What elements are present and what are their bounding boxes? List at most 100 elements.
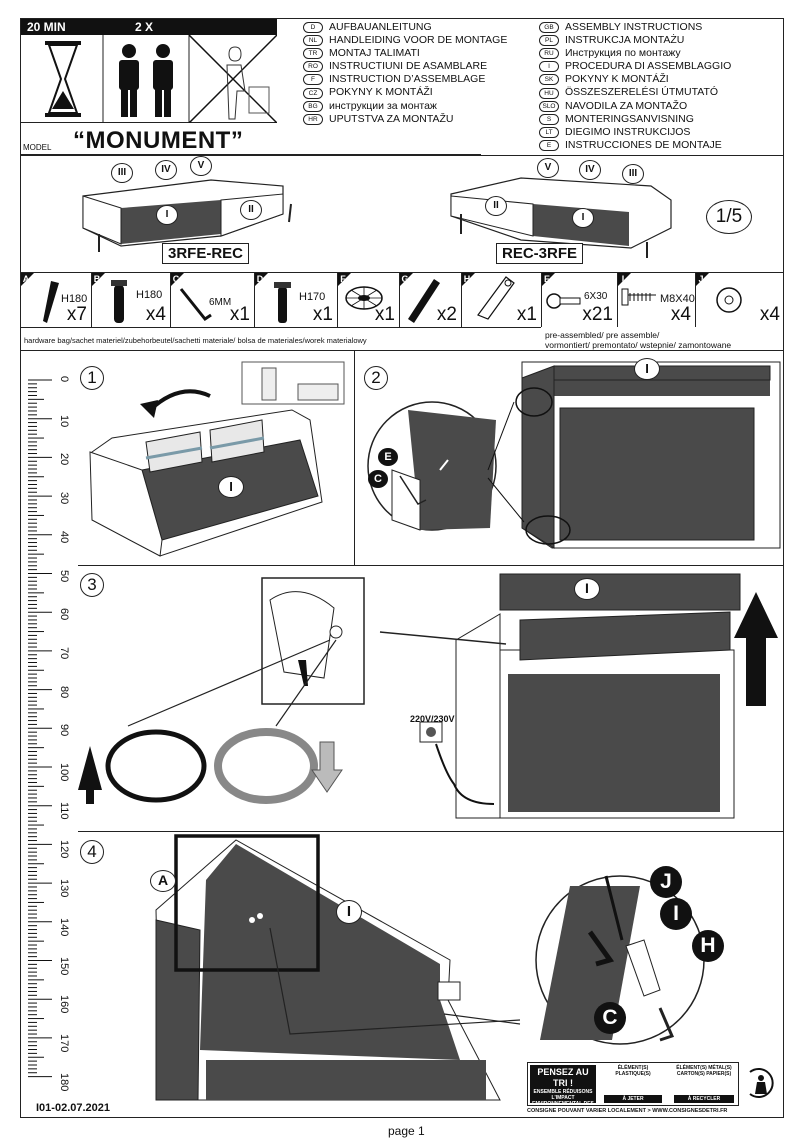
part-G: G x2 [400, 273, 462, 327]
part-label-J: J [650, 866, 682, 898]
voltage-label: 220V/230V [410, 714, 455, 724]
module-label: II [240, 200, 262, 220]
document-code: I01-02.07.2021 [36, 1102, 111, 1114]
module-label: I [156, 205, 178, 225]
module-label: III [622, 164, 644, 184]
divider [21, 350, 784, 351]
assembly-time-bar: 20 MIN 2 X [21, 19, 277, 35]
washer-icon [716, 287, 742, 313]
part-label-E: E [378, 448, 398, 466]
module-label: III [111, 163, 133, 183]
preassembled-note: pre-assembled/ pre assemble/ vormontiert… [545, 330, 732, 350]
part-A: A H180 x7 [21, 273, 92, 327]
part-B: B H180 x4 [92, 273, 171, 327]
glide-disc-icon [345, 286, 383, 310]
hardware-bag-note: hardware bag/sachet materiel/zubehorbeut… [24, 336, 367, 345]
allen-key-icon [179, 288, 212, 322]
header-icons [21, 34, 278, 124]
module-label: IV [579, 160, 601, 180]
rail-icon [408, 279, 440, 323]
module-label: V [537, 158, 559, 178]
part-I: I M8X40 x4 [618, 273, 696, 327]
ruler-ticks [28, 379, 52, 1078]
divider [21, 327, 541, 328]
module-label: I [634, 358, 660, 380]
divider [21, 272, 784, 273]
divider [21, 155, 784, 156]
step-3-illustration-icon [78, 573, 778, 819]
part-F: F x1 [338, 273, 400, 327]
parts-list: A H180 x7 B H180 x4 C 6MM x1 D H170 x1 F… [21, 273, 784, 327]
recycling-title-block: PENSEZ AU TRI ! ENSEMBLE RÉDUISONS L'IMP… [530, 1065, 596, 1113]
model-name: “MONUMENT” [73, 127, 244, 154]
part-C: C 6MM x1 [171, 273, 255, 327]
divider [354, 350, 355, 565]
part-label-H: H [692, 930, 724, 962]
module-label: I [336, 900, 362, 924]
step-number-1: 1 [80, 366, 104, 390]
assembly-time: 20 MIN [27, 20, 66, 34]
part-label-C: C [368, 470, 388, 488]
step-4-illustration-icon [155, 834, 705, 1101]
step-1-sofa-icon [89, 361, 345, 557]
page-frame [20, 18, 784, 1118]
leg-icon [111, 280, 127, 323]
step-number-3: 3 [80, 573, 104, 597]
bolt-icon [546, 293, 581, 309]
part-label-I: I [660, 898, 692, 930]
model-row: MODEL “MONUMENT” [21, 123, 481, 155]
recycling-consigne: CONSIGNE POUVANT VARIER LOCALEMENT > WWW… [527, 1108, 728, 1114]
part-J: J x4 [696, 273, 784, 327]
part-label-A: A [150, 870, 176, 892]
leg-icon [43, 281, 59, 323]
step-number-4: 4 [80, 840, 104, 864]
connector-bracket-icon [477, 276, 515, 320]
module-label: I [218, 476, 244, 498]
divider [78, 831, 784, 832]
module-label: II [485, 196, 507, 216]
page-number: page 1 [388, 1124, 425, 1138]
recycling-plastic: ÉLÉMENT(S) PLASTIQUE(S) À JETER [600, 1065, 666, 1103]
module-label: IV [155, 160, 177, 180]
step-number-2: 2 [364, 366, 388, 390]
part-label-C: C [594, 1002, 626, 1034]
part-H: H x1 [462, 273, 542, 327]
module-label: V [190, 156, 212, 176]
module-label: I [572, 208, 594, 228]
recycling-metal-paper: ÉLÉMENT(S) MÉTAL(S) CARTON(S) PAPIER(S) … [670, 1065, 738, 1103]
module-label: I [574, 578, 600, 600]
sofa-left-icon [82, 179, 292, 252]
divider [78, 565, 784, 566]
config-label-left: 3RFE-REC [162, 243, 250, 264]
model-label: MODEL [23, 143, 52, 152]
recycling-box: PENSEZ AU TRI ! ENSEMBLE RÉDUISONS L'IMP… [527, 1062, 739, 1113]
persons-count: 2 X [135, 20, 154, 34]
config-label-right: REC-3RFE [496, 243, 584, 264]
step-2-detail-icon [367, 361, 781, 549]
leg-icon [274, 282, 291, 323]
page-ratio: 1/5 [706, 200, 752, 234]
hourglass-persons-icon [45, 34, 278, 124]
part-E: E 6X30 x21 [542, 273, 618, 327]
